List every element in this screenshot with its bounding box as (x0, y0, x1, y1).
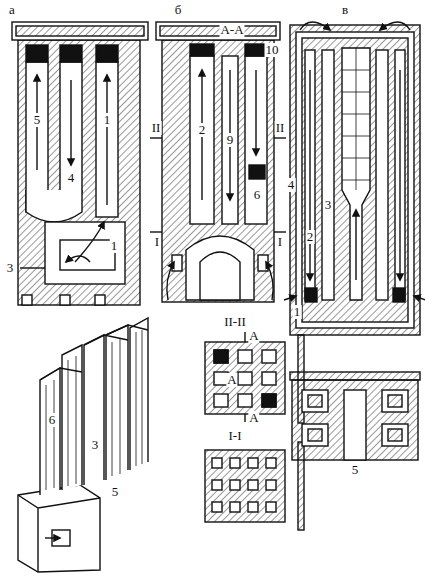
callout-number: 6 (253, 188, 262, 202)
callout-number: I (154, 235, 160, 249)
callout-number: 1 (110, 239, 119, 253)
callout-number: 9 (226, 133, 235, 147)
callout-number: 2 (306, 230, 315, 244)
callout-number: А-А (219, 23, 244, 37)
callout-number: в (341, 3, 349, 17)
callout-number: А (226, 373, 237, 387)
callout-number: А (248, 411, 259, 425)
callout-number: 3 (91, 438, 100, 452)
callout-number: II-II (223, 315, 247, 329)
callout-number: 1 (293, 305, 302, 319)
callout-number: I-I (228, 429, 243, 443)
callout-number: 5 (33, 113, 42, 127)
callout-number: 1 (103, 113, 112, 127)
callout-number: а (8, 3, 16, 17)
callout-number: II (275, 121, 286, 135)
callout-number: I (277, 235, 283, 249)
callout-number: А (248, 329, 259, 343)
callout-number: 2 (198, 123, 207, 137)
callout-number: 3 (6, 261, 15, 275)
callout-number: 4 (67, 171, 76, 185)
callout-number: II (151, 121, 162, 135)
callout-number: б (174, 3, 183, 17)
callout-number: 6 (48, 413, 57, 427)
callout-number: 5 (111, 485, 120, 499)
callout-number: 5 (351, 463, 360, 477)
callout-number: 3 (324, 198, 333, 212)
callout-number: 10 (265, 43, 280, 57)
callout-number: 4 (287, 178, 296, 192)
